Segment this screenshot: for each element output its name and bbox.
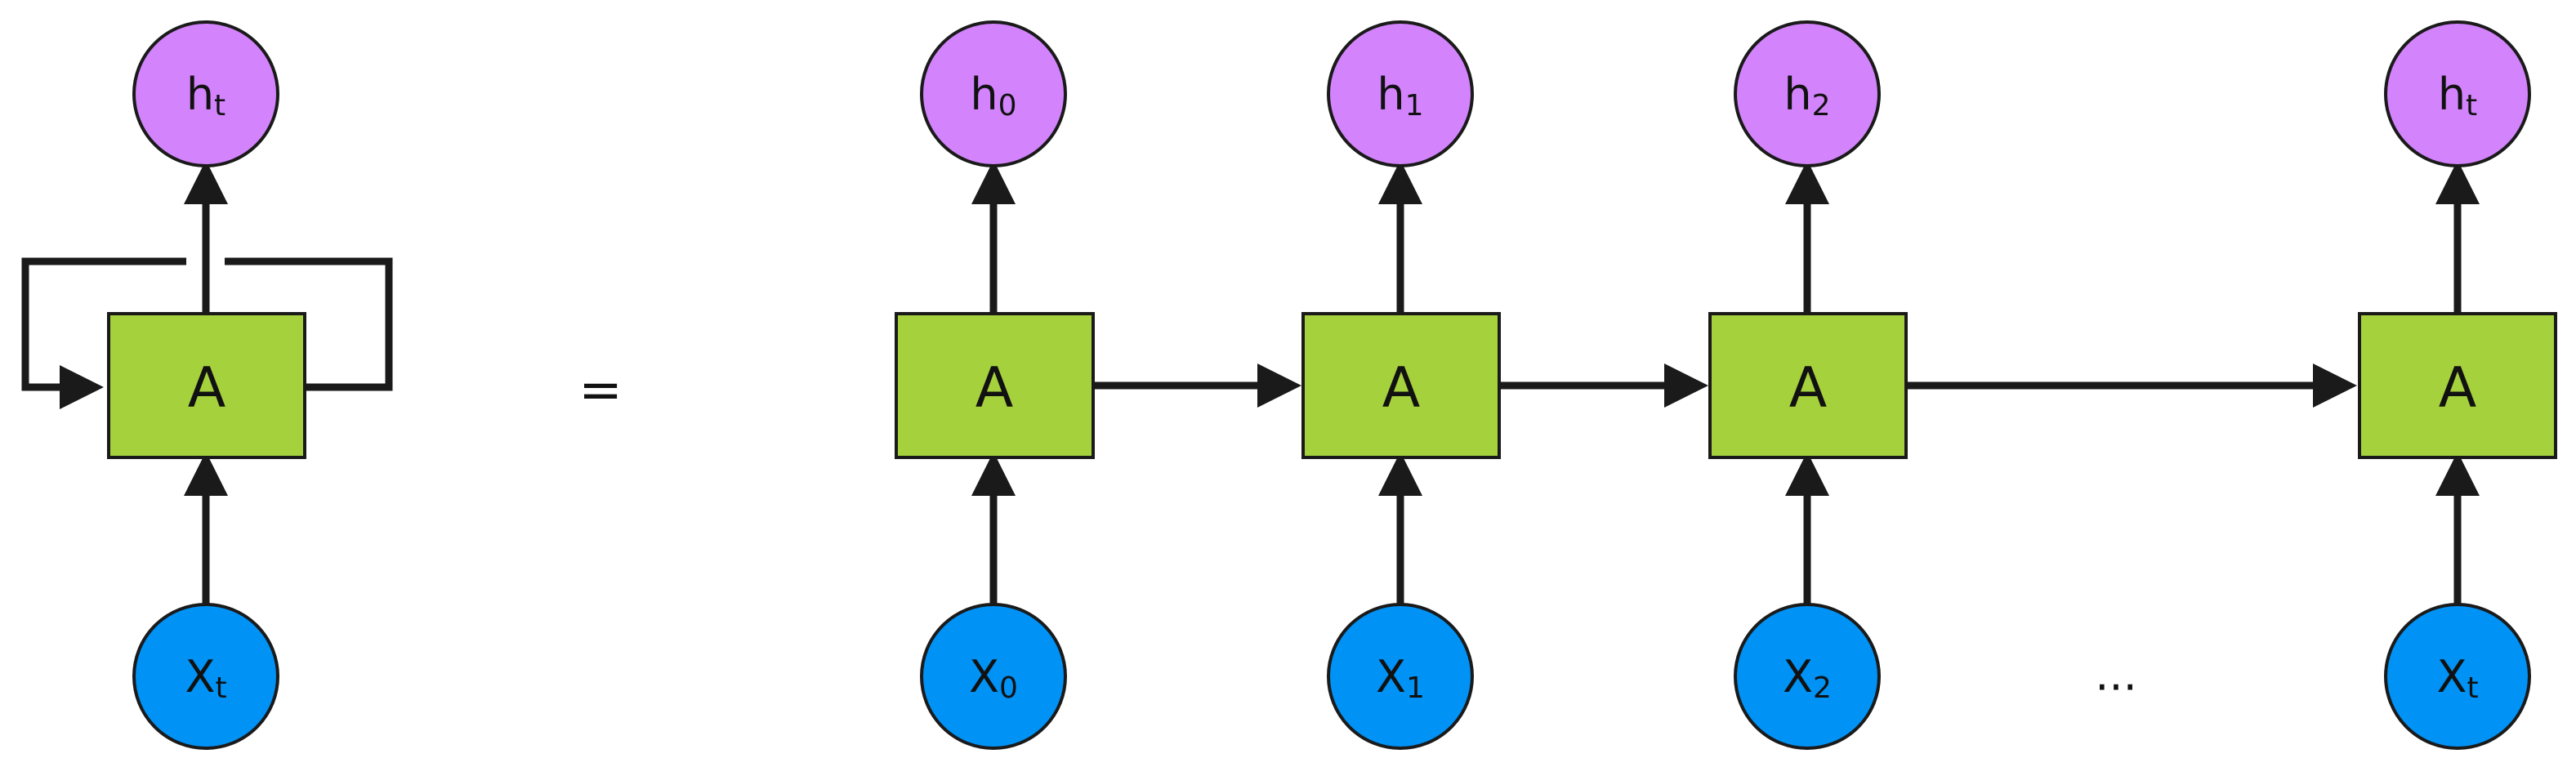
hidden-label-1: h1 (1377, 69, 1423, 123)
recurrent-loop-left (21, 257, 186, 409)
folded-hidden-node (132, 20, 279, 167)
hidden-sub-t: t (2466, 89, 2477, 123)
cell-1 (1301, 312, 1501, 459)
unrolled-step-2: A h2 X2 (1708, 20, 1908, 750)
hidden-main-1: h (1377, 69, 1404, 120)
folded-hidden-main: h (186, 69, 214, 120)
unrolled-step-t: A ht Xt (2358, 20, 2557, 750)
hidden-sub-1: 1 (1405, 89, 1424, 123)
input-main-t: X (2436, 651, 2467, 702)
hidden-node-t (2384, 20, 2531, 167)
hidden-label-2: h2 (1784, 69, 1830, 123)
cell-label-2: A (1789, 356, 1828, 421)
ellipsis: ... (2095, 649, 2137, 701)
folded-input-label: Xt (185, 651, 226, 705)
input-label-0: X0 (969, 651, 1018, 705)
cell-label-1: A (1382, 356, 1421, 421)
input-node-1 (1327, 603, 1474, 750)
equals-sign: = (578, 360, 623, 421)
folded-cell (107, 312, 306, 459)
hidden-node-2 (1734, 20, 1881, 167)
cell-0 (895, 312, 1095, 459)
hidden-main-2: h (1784, 69, 1811, 120)
cell-label-0: A (975, 356, 1014, 421)
input-sub-1: 1 (1406, 671, 1425, 705)
folded-input-main: X (185, 651, 215, 702)
input-main-1: X (1376, 651, 1406, 702)
folded-hidden-sub: t (214, 89, 225, 123)
cell-label-t: A (2439, 356, 2477, 421)
cell-t (2358, 312, 2557, 459)
input-sub-2: 2 (1813, 671, 1832, 705)
folded-cell-label: A (188, 356, 226, 421)
hidden-label-t: ht (2438, 69, 2477, 123)
unrolled-step-0: A h0 X0 (895, 20, 1095, 750)
input-main-2: X (1783, 651, 1813, 702)
hidden-node-0 (920, 20, 1067, 167)
hidden-sub-0: 0 (998, 89, 1017, 123)
folded-input-sub: t (215, 671, 226, 705)
cell-2 (1708, 312, 1908, 459)
recurrent-loop-right (225, 257, 393, 391)
unrolled-step-1: A h1 X1 (1301, 20, 1501, 750)
hidden-sub-2: 2 (1812, 89, 1831, 123)
unrolled-rnn: A h0 X0 A h1 X1 (895, 20, 2557, 750)
hidden-node-1 (1327, 20, 1474, 167)
input-label-2: X2 (1783, 651, 1832, 705)
hidden-label-0: h0 (970, 69, 1016, 123)
input-label-1: X1 (1376, 651, 1425, 705)
input-sub-0: 0 (999, 671, 1018, 705)
input-label-t: Xt (2436, 651, 2478, 705)
hidden-main-0: h (970, 69, 998, 120)
folded-input-node (132, 603, 279, 750)
input-node-t (2384, 603, 2531, 750)
hidden-main-t: h (2438, 69, 2466, 120)
input-node-2 (1734, 603, 1881, 750)
input-main-0: X (969, 651, 999, 702)
input-sub-t: t (2467, 671, 2478, 705)
folded-rnn: A ht Xt (21, 20, 393, 750)
input-node-0 (920, 603, 1067, 750)
folded-hidden-label: ht (186, 69, 225, 123)
